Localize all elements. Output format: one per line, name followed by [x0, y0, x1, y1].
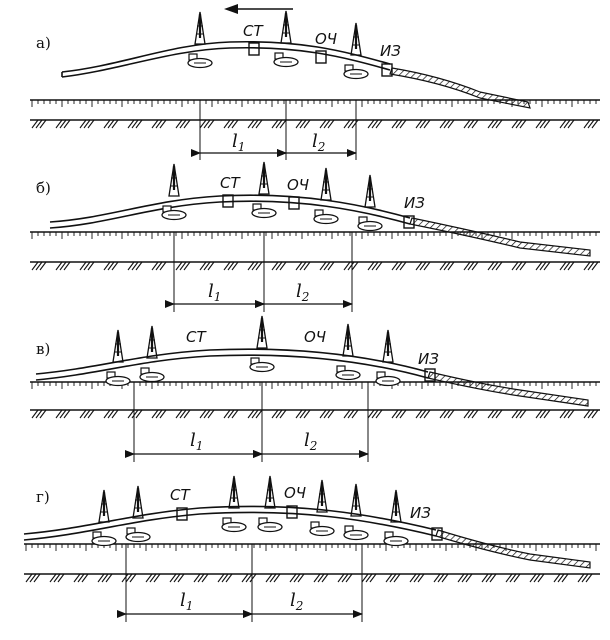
- ground-surface: [24, 543, 600, 583]
- pipelayer-machine-icon: [343, 483, 369, 541]
- panel-v: в) СТ ОЧ ИЗ l1 l2: [30, 315, 600, 462]
- tag-st: СТ: [170, 486, 191, 504]
- tag-st: СТ: [243, 22, 264, 40]
- tag-iz: ИЗ: [410, 504, 431, 522]
- tag-och: ОЧ: [315, 30, 337, 48]
- pipelayer-machine-icon: [125, 485, 151, 543]
- tag-och: ОЧ: [304, 328, 326, 346]
- pipelayer-machine-icon: [91, 489, 117, 547]
- ground-surface: [30, 381, 600, 419]
- pipelayer-machine-icon: [313, 167, 339, 225]
- panel-b: б) СТ ОЧ ИЗ l1 l2: [30, 161, 600, 312]
- dim-l1: l1: [232, 131, 245, 154]
- panel-label: в): [36, 340, 50, 358]
- ground-surface: [30, 231, 600, 271]
- direction-arrow-icon: [224, 4, 293, 14]
- pipelayer-machine-icon: [251, 161, 277, 219]
- ground-surface: [30, 99, 600, 129]
- pipelayer-machine-icon: [335, 323, 361, 381]
- dim-l2: l2: [290, 590, 303, 613]
- pipelayer-machine-icon: [343, 22, 369, 80]
- pipelayer-machine-icon: [309, 479, 335, 537]
- trench-pipe-section: [389, 67, 531, 109]
- pipeline: [49, 200, 411, 229]
- tag-iz: ИЗ: [418, 350, 439, 368]
- dim-l2: l2: [312, 131, 325, 154]
- tag-iz: ИЗ: [380, 42, 401, 60]
- dim-l1: l1: [180, 590, 193, 613]
- dim-l2: l2: [296, 281, 309, 304]
- pipelayer-machine-icon: [383, 489, 409, 547]
- trench-pipe-section: [409, 217, 591, 257]
- pipelayer-machine-icon: [187, 11, 213, 69]
- pipelayer-machine-icon: [257, 475, 283, 533]
- tag-och: ОЧ: [287, 176, 309, 194]
- pipeline: [35, 354, 429, 381]
- panel-label: б): [36, 179, 51, 197]
- panel-a: а) СТ ОЧ ИЗ l1 l2: [30, 10, 600, 160]
- pipeline: [61, 46, 391, 78]
- dim-l1: l1: [208, 281, 221, 304]
- dim-l2: l2: [304, 430, 317, 453]
- tag-iz: ИЗ: [404, 194, 425, 212]
- pipelayer-machine-icon: [357, 174, 383, 232]
- tag-st: СТ: [220, 174, 241, 192]
- pipelayer-machine-icon: [105, 329, 131, 387]
- trench-pipe-section: [435, 529, 591, 569]
- dim-l1: l1: [190, 430, 203, 453]
- pipelayer-machine-icon: [139, 325, 165, 383]
- panel-label: г): [36, 488, 50, 506]
- pipelayer-machine-icon: [161, 163, 187, 221]
- panel-g: г) СТ ОЧ ИЗ l1 l2: [23, 475, 600, 622]
- trench-pipe-section: [427, 371, 589, 407]
- tag-och: ОЧ: [284, 484, 306, 502]
- pipelayer-machine-icon: [273, 10, 299, 68]
- pipelayer-machine-icon: [221, 475, 247, 533]
- pipelayer-machine-icon: [249, 315, 275, 373]
- pipelayer-machine-icon: [375, 329, 401, 387]
- panel-label: а): [36, 34, 51, 52]
- pipeline: [23, 511, 437, 541]
- tag-st: СТ: [186, 328, 207, 346]
